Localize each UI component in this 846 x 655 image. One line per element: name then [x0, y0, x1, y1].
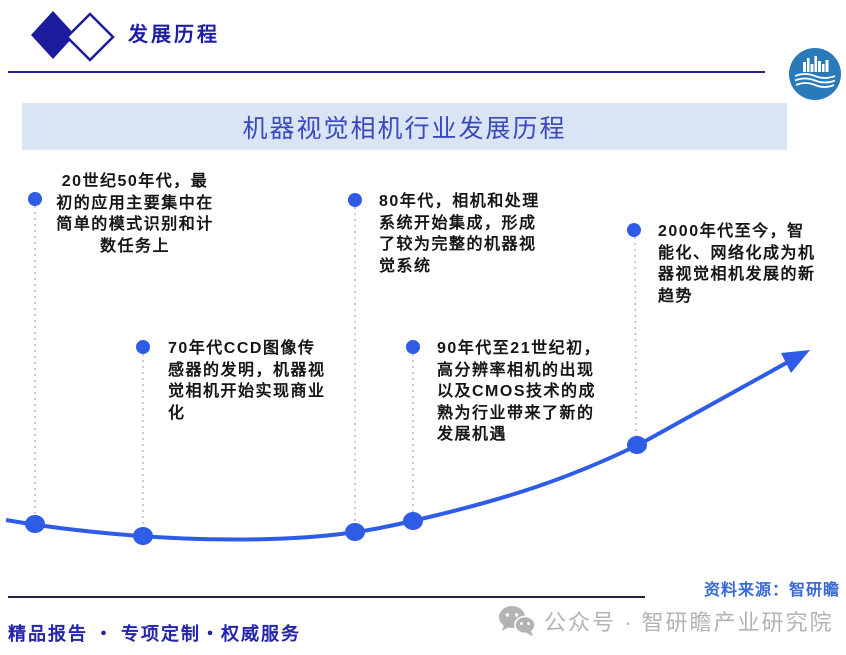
milestone-2000s-text: 2000年代至今，智能化、网络化成为机器视觉相机发展的新趋势 — [658, 223, 816, 305]
wechat-icon — [499, 606, 536, 636]
milestone-1980s-text: 80年代，相机和处理系统开始集成，形成了较为完整的机器视觉系统 — [379, 193, 540, 275]
milestone-1970s-text: 70年代CCD图像传感器的发明，机器视觉相机开始实现商业化 — [168, 340, 326, 422]
footer-tagline: 精品报告 ・ 专项定制・权威服务 — [8, 624, 301, 644]
growth-curve — [5, 360, 789, 542]
milestone-1990s-text: 90年代至21世纪初，高分辨率相机的出现以及CMOS技术的成熟为行业带来了新的发… — [437, 340, 602, 443]
watermark-text: 公众号 · 智研瞻产业研究院 — [544, 610, 834, 635]
footer-divider — [8, 596, 645, 598]
arrowhead-icon — [781, 350, 810, 373]
data-source-label: 资料来源：智研瞻 — [703, 582, 840, 599]
banner-title: 机器视觉相机行业发展历程 — [242, 115, 567, 143]
header-divider — [8, 71, 765, 73]
section-banner: 机器视觉相机行业发展历程 — [22, 103, 787, 150]
diamond-logo-icon — [31, 11, 115, 62]
watermark: 公众号 · 智研瞻产业研究院 — [498, 605, 834, 637]
milestone-1950s-text: 20世纪50年代，最初的应用主要集中在简单的模式识别和计数任务上 — [56, 173, 214, 255]
page-title: 发展历程 — [128, 24, 220, 46]
company-logo-icon — [789, 48, 841, 100]
